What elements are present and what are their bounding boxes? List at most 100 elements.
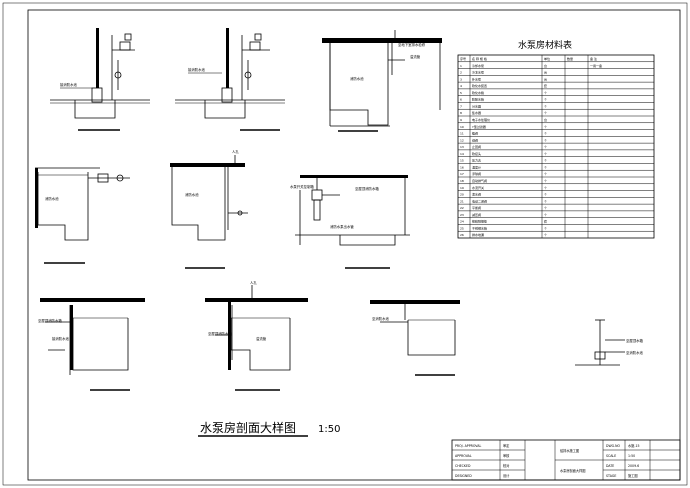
table-cell-name: 集水器 xyxy=(472,110,481,115)
v2-label: 接消防水池 xyxy=(188,67,206,72)
v9-label: 至屋顶消防水箱 xyxy=(208,331,232,336)
v10-label-a: 至屋顶水箱 xyxy=(626,338,644,343)
table-cell-note: 一用一备 xyxy=(590,63,602,68)
table-cell-unit: 个 xyxy=(544,138,547,142)
tb-right-3-k: STAGE xyxy=(606,474,616,478)
table-cell-name: 闸阀 xyxy=(472,137,478,142)
table-cell-name: 温度计 xyxy=(472,164,481,169)
material-table-title: 水泵房材料表 xyxy=(518,39,572,51)
table-cell-unit: 个 xyxy=(544,193,547,197)
table-cell-no: 20 xyxy=(460,193,464,197)
table-cell-name: 减压阀 xyxy=(472,212,481,217)
table-cell-name: 蝶阀 xyxy=(472,131,478,136)
table-cell-no: 9 xyxy=(460,118,462,122)
section-view-3: 至地下室排水检修 消防水池 溢流管 xyxy=(322,30,442,132)
table-cell-unit: 台 xyxy=(544,63,547,68)
table-cell-unit: 个 xyxy=(544,179,547,183)
table-cell-name: 不锈钢水箱 xyxy=(472,225,487,230)
v8-label-b: 至屋顶消防水箱 xyxy=(38,318,62,323)
v1-label: 接消防水池 xyxy=(60,82,78,87)
table-cell-no: 5 xyxy=(460,91,462,95)
v3-label-b: 消防水池 xyxy=(350,76,364,81)
table-header-cell: 名 称 规 格 xyxy=(472,56,487,61)
inner-border xyxy=(27,9,681,481)
v5-label-b: 消防水池 xyxy=(185,192,199,197)
table-cell-name: 平衡阀 xyxy=(472,205,481,210)
section-view-1: 接消防水池 xyxy=(50,28,150,131)
section-view-4: 消防水池 xyxy=(35,167,130,264)
tb-right-0-k: DWG.NO xyxy=(606,444,620,448)
table-cell-no: 21 xyxy=(460,199,464,203)
table-cell-unit: 个 xyxy=(544,199,547,203)
tb-left-3-en: DESIGNED xyxy=(455,474,472,478)
table-cell-no: 7 xyxy=(460,104,462,108)
table-cell-name: 电动二通阀 xyxy=(472,198,487,203)
v5-label-a: 人孔 xyxy=(232,149,239,154)
table-cell-unit: 个 xyxy=(544,165,547,169)
table-cell-name: 冷冻水泵 xyxy=(472,70,484,75)
v8-label-c: 接消防水池 xyxy=(52,336,70,341)
table-cell-no: 11 xyxy=(460,132,464,136)
table-cell-name: 泄水阀 xyxy=(472,192,481,197)
table-cell-no: 24 xyxy=(460,220,464,224)
table-cell-unit: 个 xyxy=(544,132,547,136)
table-cell-unit: 个 xyxy=(544,233,547,237)
table-cell-name: 水流开关 xyxy=(472,185,484,190)
table-cell-unit: 套 xyxy=(544,83,547,88)
table-cell-unit: 台 xyxy=(544,70,547,75)
table-cell-name: 自动排气阀 xyxy=(472,178,487,183)
drawing-title: 水泵房剖面大样图 xyxy=(200,420,296,435)
section-view-11: 至屋顶水箱 至消防水池 xyxy=(575,319,644,366)
table-cell-no: 16 xyxy=(460,165,464,169)
v10-label-b: 至消防水池 xyxy=(372,316,390,321)
table-cell-no: 12 xyxy=(460,138,464,142)
table-cell-no: 13 xyxy=(460,145,464,149)
table-header-cell: 序号 xyxy=(460,56,466,61)
tb-mid-title: 给排水施工图 xyxy=(560,448,579,453)
table-cell-unit: 个 xyxy=(544,206,547,210)
tb-left-2-cn: 校对 xyxy=(503,463,510,468)
tb-left-1-en: APPROVAL xyxy=(455,454,472,458)
table-cell-no: 10 xyxy=(460,125,464,129)
table-cell-name: 电子水处理仪 xyxy=(472,117,490,122)
table-cell-name: 浮球阀 xyxy=(472,171,481,176)
table-cell-unit: 个 xyxy=(544,111,547,115)
table-cell-no: 23 xyxy=(460,213,464,217)
tb-left-0-en: PROJ. APPROVAL xyxy=(455,444,481,448)
table-cell-name: 止回阀 xyxy=(472,144,481,149)
table-header-cell: 数量 xyxy=(567,56,573,61)
table-cell-unit: 个 xyxy=(544,145,547,149)
table-cell-no: 18 xyxy=(460,179,464,183)
v3-label-c: 溢流管 xyxy=(410,54,421,59)
table-cell-name: 软化水装置 xyxy=(472,83,487,88)
table-cell-unit: 个 xyxy=(544,98,547,102)
table-cell-unit: 个 xyxy=(544,91,547,95)
v7-label-a: 至屋顶消防水箱 xyxy=(355,186,379,191)
tb-right-1-k: SCALE xyxy=(606,454,616,458)
table-cell-unit: 个 xyxy=(544,159,547,163)
table-cell-unit: 个 xyxy=(544,125,547,129)
table-cell-unit: 个 xyxy=(544,104,547,108)
v4-label: 消防水池 xyxy=(45,196,59,201)
section-view-5: 人孔 消防水池 xyxy=(170,149,248,269)
v7-label-b: 消防水泵出水管 xyxy=(330,224,354,229)
v10-label-b2: 至消防水池 xyxy=(626,350,644,355)
drawing-title-block: 水泵房剖面大样图 1:50 xyxy=(198,420,340,437)
table-cell-no: 22 xyxy=(460,206,464,210)
section-view-9: 人孔 至屋顶消防水箱 溢流管 xyxy=(205,280,308,391)
table-cell-unit: 个 xyxy=(544,213,547,217)
section-view-6: 水泵开关控制箱 消防水泵出水管 至屋顶消防水箱 xyxy=(290,175,410,269)
table-cell-unit: 个 xyxy=(544,172,547,176)
section-view-2: 接消防水池 xyxy=(175,28,285,131)
tb-right-3-v: 施工图 xyxy=(628,473,638,478)
tb-left-1-cn: 审核 xyxy=(503,453,510,458)
table-cell-unit: 个 xyxy=(544,226,547,230)
v6-label: 水泵开关控制箱 xyxy=(290,184,314,189)
table-cell-name: 排水地漏 xyxy=(472,232,484,237)
tb-right-2-v: 2009.6 xyxy=(628,464,639,468)
table-cell-name: 软化水箱 xyxy=(472,90,484,95)
table-cell-name: 补水泵 xyxy=(472,76,481,81)
